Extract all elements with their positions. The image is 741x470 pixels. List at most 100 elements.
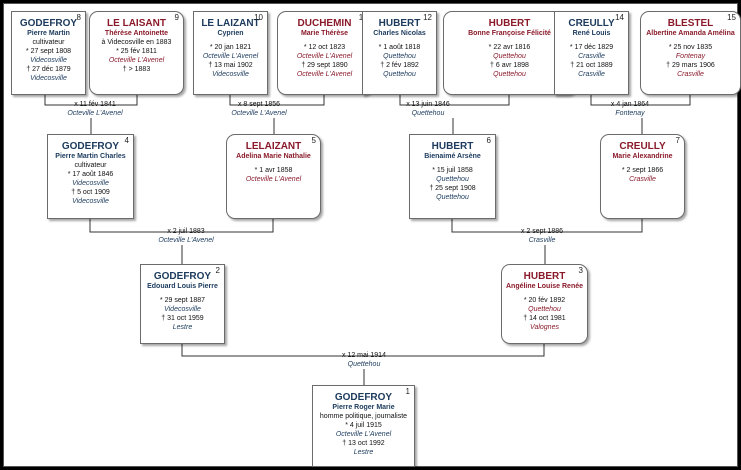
person-death-place: Crasville bbox=[677, 71, 704, 78]
sosa-number: 6 bbox=[486, 136, 491, 145]
person-given-names: Pierre Martin bbox=[27, 30, 70, 37]
person-death-place: Videcosville bbox=[30, 75, 67, 82]
person-birth-date: * 2 sept 1866 bbox=[621, 167, 664, 174]
marriage-place: Crasville bbox=[528, 237, 556, 244]
person-death-place: Quettehou bbox=[436, 194, 469, 201]
person-death-place: Quettehou bbox=[493, 71, 526, 78]
person-occupation: cultivateur bbox=[32, 39, 65, 46]
person-given-names: Cyprien bbox=[217, 30, 244, 37]
person-death-place: Lestre bbox=[353, 449, 374, 456]
person-birth-place: Quettehou bbox=[383, 53, 416, 60]
marriage-date: x 12 mai 1914 bbox=[342, 352, 386, 359]
person-surname: CREULLY bbox=[568, 18, 615, 29]
connector-line bbox=[451, 219, 643, 233]
person-box-11[interactable]: 11DUCHEMINMarie Thérèse* 12 oct 1823Octe… bbox=[277, 11, 372, 95]
person-death-date: † 13 oct 1992 bbox=[342, 440, 385, 447]
person-birth-date: * 22 avr 1816 bbox=[488, 44, 531, 51]
person-death-date: † 29 mars 1906 bbox=[666, 62, 715, 69]
marriage-place: Octeville L'Avenel bbox=[67, 110, 123, 117]
marriage-place: Octeville L'Avenel bbox=[231, 110, 287, 117]
marriage-date: x 4 jan 1864 bbox=[610, 101, 650, 108]
person-death-date: † 14 oct 1981 bbox=[523, 315, 566, 322]
person-death-place: Valognes bbox=[530, 324, 559, 331]
connector-line bbox=[44, 95, 138, 106]
person-given-names: Pierre Roger Marie bbox=[332, 404, 395, 411]
marriage-date: x 8 sept 1856 bbox=[237, 101, 281, 108]
sosa-number: 9 bbox=[174, 13, 179, 22]
person-birth-date: * 4 juil 1915 bbox=[345, 422, 382, 429]
person-box-13[interactable]: 13HUBERTBonne Françoise Félicité* 22 avr… bbox=[443, 11, 576, 95]
person-birth-date: * 1 août 1818 bbox=[378, 44, 421, 51]
person-surname: GODEFROY bbox=[334, 392, 393, 403]
sosa-number: 4 bbox=[124, 136, 129, 145]
person-surname: BLESTEL bbox=[667, 18, 714, 29]
sosa-number: 2 bbox=[215, 266, 220, 275]
person-death-date: † 5 oct 1909 bbox=[71, 189, 110, 196]
person-birth-date: * 1 avr 1858 bbox=[254, 167, 293, 174]
person-birth-date: * 25 nov 1835 bbox=[668, 44, 713, 51]
person-death-date: † 29 sept 1890 bbox=[301, 62, 348, 69]
person-birth-place: Quettehou bbox=[436, 176, 469, 183]
person-given-names: Thérèse Antoinette bbox=[104, 30, 169, 37]
person-surname: HUBERT bbox=[431, 141, 474, 152]
sosa-number: 5 bbox=[311, 136, 316, 145]
person-death-place: Videcosville bbox=[212, 71, 249, 78]
connector-line bbox=[399, 95, 510, 106]
person-given-names: Adelina Marie Nathalie bbox=[236, 153, 311, 160]
person-death-place: Crasville bbox=[578, 71, 605, 78]
connector-line bbox=[590, 95, 691, 106]
person-birth-date: * 25 fév 1811 bbox=[116, 48, 157, 55]
person-birth-date: * 15 juil 1858 bbox=[432, 167, 473, 174]
person-birth-date: * 20 fév 1892 bbox=[523, 297, 566, 304]
person-birth-place: Octeville L'Avenel bbox=[335, 431, 392, 438]
person-surname: HUBERT bbox=[378, 18, 421, 29]
person-given-names: Bienaimé Arsène bbox=[424, 153, 481, 160]
person-birth-place: Quettehou bbox=[528, 306, 561, 313]
person-death-place: Videcosville bbox=[72, 198, 109, 205]
person-death-date: † 21 oct 1889 bbox=[570, 62, 613, 69]
person-death-place: Lestre bbox=[172, 324, 193, 331]
marriage-date: x 2 juil 1883 bbox=[167, 228, 205, 235]
marriage-date: x 2 sept 1886 bbox=[520, 228, 564, 235]
person-surname: GODEFROY bbox=[19, 18, 78, 29]
person-birth-place: Octeville L'Avenel bbox=[108, 57, 165, 64]
person-birth-date: * 17 août 1846 bbox=[67, 171, 114, 178]
person-surname: HUBERT bbox=[523, 271, 566, 282]
sosa-number: 1 bbox=[405, 387, 410, 396]
person-birth-place: Videcosville bbox=[72, 180, 109, 187]
person-death-date: † 31 oct 1959 bbox=[161, 315, 204, 322]
person-birth-place: Octeville L'Avenel bbox=[202, 53, 259, 60]
person-birth-place: Quettehou bbox=[493, 53, 526, 60]
person-surname: GODEFROY bbox=[61, 141, 120, 152]
person-occupation: à Videcosville en 1883 bbox=[101, 39, 172, 46]
person-surname: HUBERT bbox=[488, 18, 531, 29]
sosa-number: 10 bbox=[254, 13, 263, 22]
person-surname: DUCHEMIN bbox=[297, 18, 352, 29]
person-occupation: cultivateur bbox=[74, 162, 107, 169]
person-birth-date: * 12 oct 1823 bbox=[303, 44, 346, 51]
person-death-date: † 13 mai 1902 bbox=[208, 62, 253, 69]
person-birth-date: * 29 sept 1887 bbox=[159, 297, 206, 304]
person-death-place: Octeville L'Avenel bbox=[296, 71, 353, 78]
marriage-place: Quettehou bbox=[411, 110, 445, 117]
person-birth-place: Octeville L'Avenel bbox=[245, 176, 302, 183]
person-given-names: Marie Alexandrine bbox=[612, 153, 673, 160]
